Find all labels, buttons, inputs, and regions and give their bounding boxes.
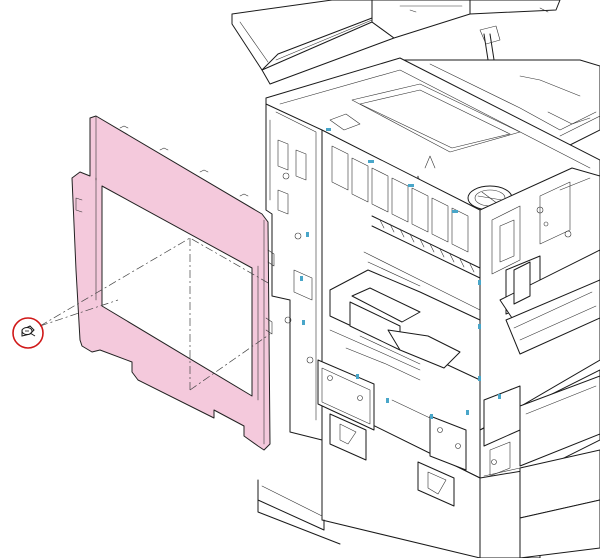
- assembly-guide-lines: [39, 237, 271, 391]
- rear-cover-panel: [71, 115, 275, 451]
- screw: [12, 317, 44, 349]
- highlight-circle: [12, 317, 44, 349]
- screw-icon: [21, 325, 36, 337]
- machine-body: [231, 0, 600, 558]
- open-top-lid: [231, 0, 561, 85]
- blue-markers: [300, 128, 501, 419]
